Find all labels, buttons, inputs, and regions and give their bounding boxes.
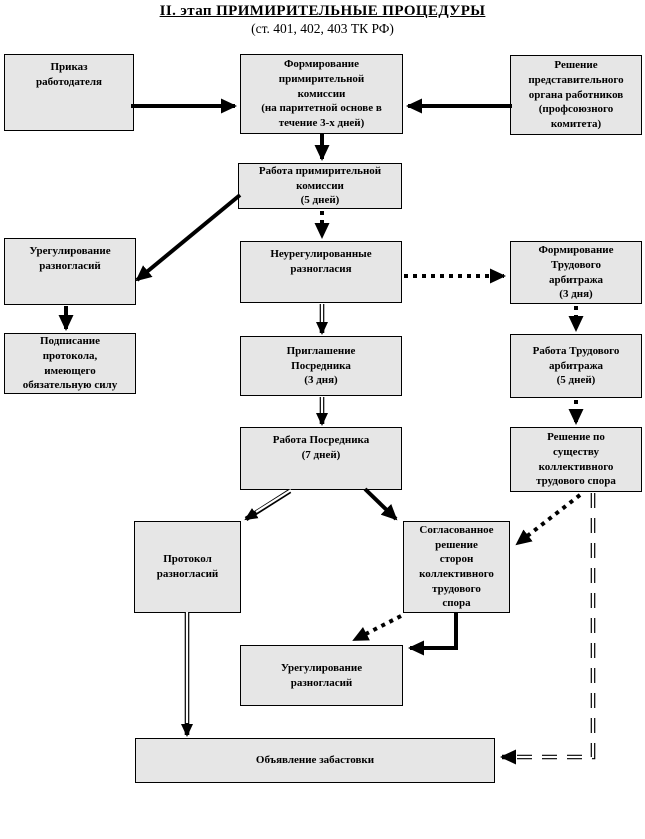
node-label: Согласованное решение сторон коллективно… — [419, 523, 494, 610]
node-disagreement-protocol: Протокол разногласий — [134, 521, 241, 613]
node-label: Подписание протокола, имеющего обязатель… — [22, 335, 118, 392]
node-mediator-invitation: Приглашение Посредника (3 дня) — [240, 336, 402, 396]
arrow-mediator-to-agreed-decision — [363, 487, 398, 521]
node-arbitration-work: Работа Трудового арбитража (5 дней) — [510, 334, 642, 398]
arrow-double-mediator-to-protocol — [244, 489, 292, 521]
node-label: Формирование примирительной комиссии (на… — [261, 58, 382, 130]
node-label: Приглашение Посредника (3 дня) — [286, 344, 356, 387]
node-label: Работа Трудового арбитража (5 дней) — [532, 344, 620, 387]
node-unsettled-disagreements: Неурегулированные разногласия — [240, 241, 402, 303]
node-workers-body-decision: Решение представительного органа работни… — [510, 55, 642, 135]
node-settlement-lower: Урегулирование разногласий — [240, 645, 403, 706]
node-merits-decision: Решение по существу коллективного трудов… — [510, 427, 642, 492]
arrow-work-to-settlement — [135, 193, 242, 282]
node-label: Решение по существу коллективного трудов… — [536, 431, 616, 488]
node-label: Работа Посредника (7 дней) — [272, 434, 370, 461]
diagram-header: II. этап ПРИМИРИТЕЛЬНЫЕ ПРОЦЕДУРЫ (ст. 4… — [0, 3, 645, 37]
node-strike-declaration: Объявление забастовки — [135, 738, 495, 783]
node-employer-order: Приказ работодателя — [4, 54, 134, 131]
node-commission-work: Работа примирительной комиссии (5 дней) — [238, 163, 402, 209]
node-label: Неурегулированные разногласия — [270, 248, 372, 275]
node-agreed-decision: Согласованное решение сторон коллективно… — [403, 521, 510, 613]
node-protocol-signing: Подписание протокола, имеющего обязатель… — [4, 333, 136, 394]
node-label: Урегулирование разногласий — [29, 245, 111, 272]
node-form-conciliation-commission: Формирование примирительной комиссии (на… — [240, 54, 403, 134]
arrow-agreed-to-settlement-elbow — [408, 613, 458, 656]
node-form-labor-arbitration: Формирование Трудового арбитража (3 дня) — [510, 241, 642, 304]
page-subtitle: (ст. 401, 402, 403 ТК РФ) — [251, 21, 394, 36]
arrow-dotted-decision-to-agreed — [515, 493, 582, 546]
node-label: Формирование Трудового арбитража (3 дня) — [538, 244, 614, 301]
node-label: Протокол разногласий — [156, 553, 219, 580]
node-label: Решение представительного органа работни… — [528, 59, 624, 131]
arrow-dotted-agreed-to-settlement — [352, 614, 402, 642]
node-label: Приказ работодателя — [36, 61, 102, 88]
node-mediator-work: Работа Посредника (7 дней) — [240, 427, 402, 490]
page-title: II. этап ПРИМИРИТЕЛЬНЫЕ ПРОЦЕДУРЫ — [159, 3, 486, 19]
node-settlement-left: Урегулирование разногласий — [4, 238, 136, 305]
node-label: Урегулирование разногласий — [280, 661, 363, 689]
node-label: Работа примирительной комиссии (5 дней) — [258, 164, 382, 207]
node-label: Объявление забастовки — [255, 754, 375, 767]
arrow-dashed-decision-to-strike — [500, 493, 596, 765]
